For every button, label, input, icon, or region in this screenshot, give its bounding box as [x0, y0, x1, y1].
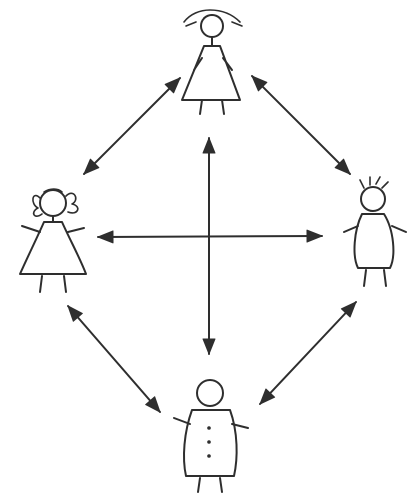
arrow-bottom-right-shaft: [260, 302, 356, 404]
coat-button: [207, 426, 211, 430]
arrow-top-right: [252, 76, 350, 174]
arrow-bottom-left: [68, 306, 160, 412]
axis-horizontal-head-start: [98, 231, 113, 243]
figure-bottom-head: [197, 380, 223, 406]
axis-vertical-head-start: [203, 138, 215, 153]
axis-vertical-head-end: [203, 339, 215, 354]
arrow-bottom-left-shaft: [68, 306, 160, 412]
figure-right: [344, 177, 406, 286]
figure-right-body: [355, 214, 394, 268]
axis-horizontal-head-end: [307, 230, 322, 242]
figure-bottom: [174, 380, 248, 492]
coat-button: [207, 440, 211, 444]
coat-button: [207, 454, 211, 458]
arrows-layer: [68, 76, 356, 412]
figure-top-dress: [182, 46, 240, 100]
arrow-top-left: [84, 78, 180, 174]
figure-left-head: [40, 190, 66, 216]
figure-left: [20, 189, 86, 292]
arrow-top-right-shaft: [252, 76, 350, 174]
arrow-bottom-right: [260, 302, 356, 404]
figure-left-pigtail-right: [66, 193, 78, 213]
arrow-top-left-shaft: [84, 78, 180, 174]
axis-vertical: [203, 138, 215, 354]
figure-right-head: [361, 187, 385, 211]
figure-top: [182, 10, 242, 114]
